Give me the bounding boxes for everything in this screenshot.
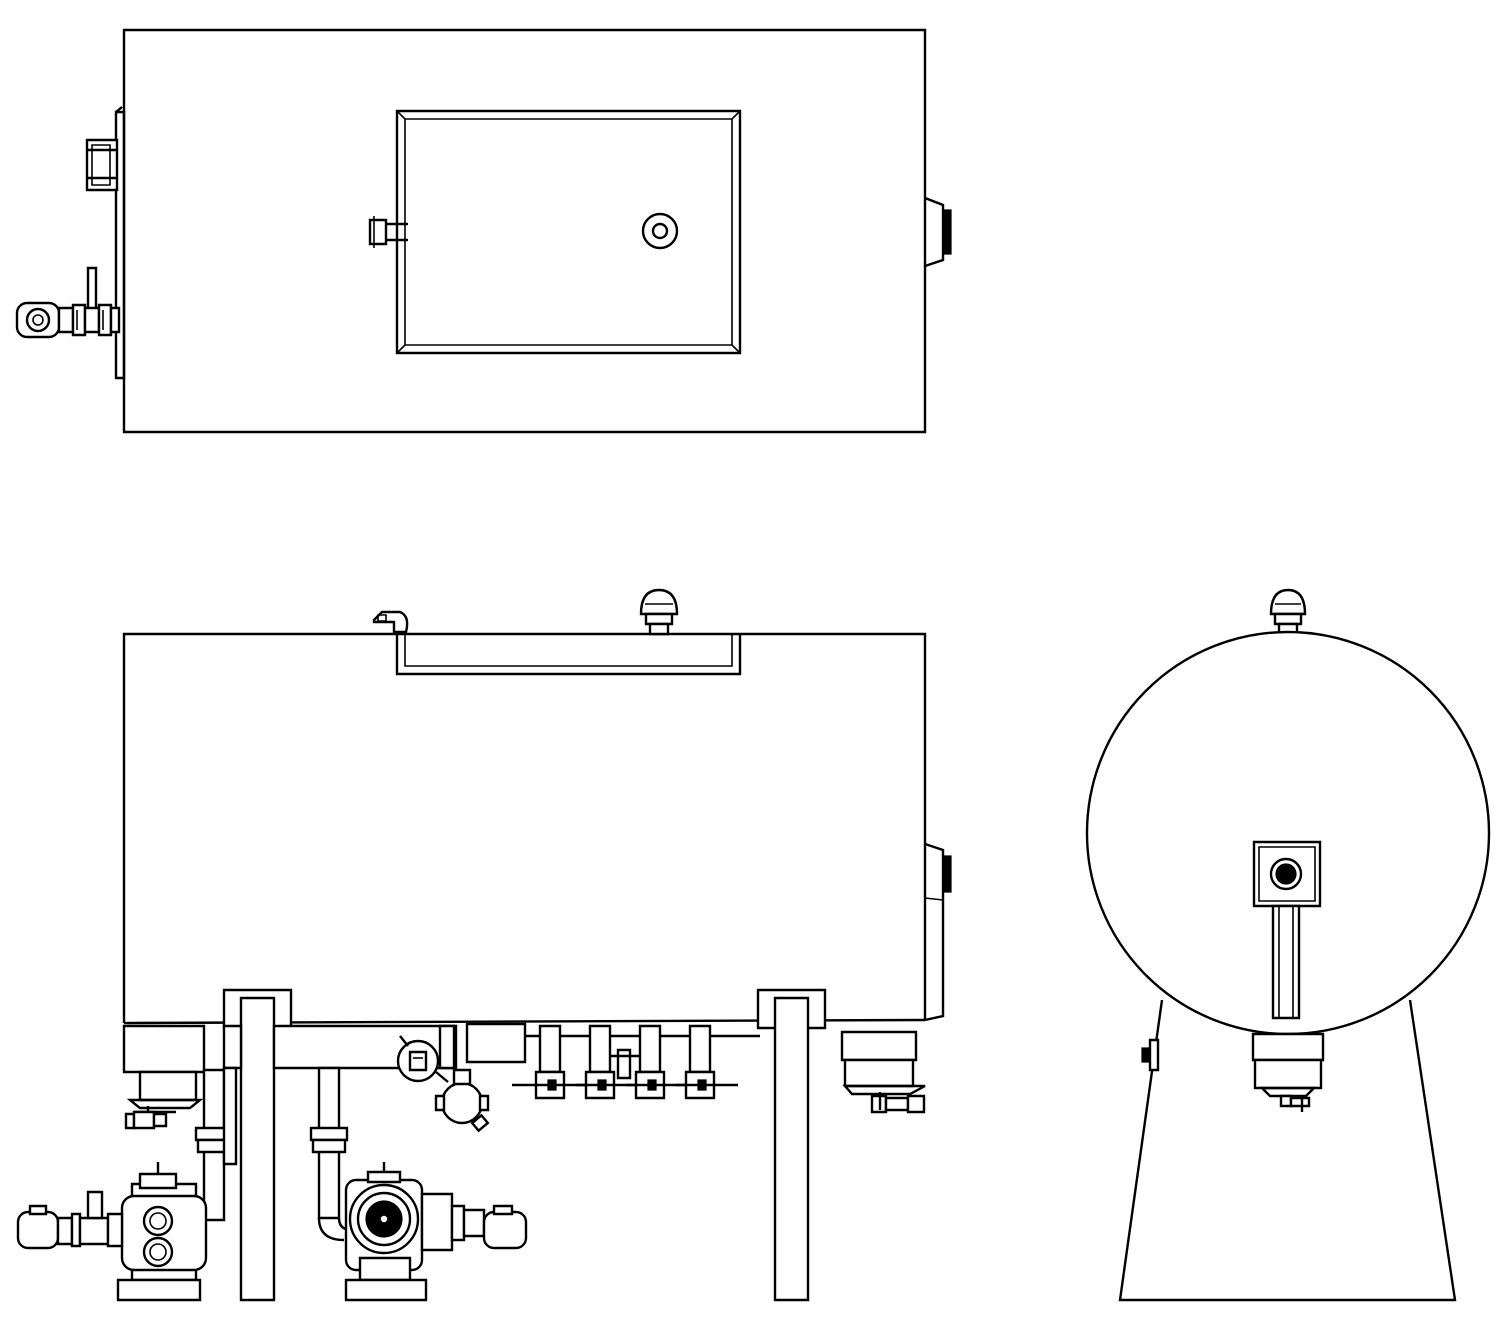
pump-right-drop-pipe xyxy=(311,1068,352,1240)
pump-right xyxy=(346,1162,426,1300)
side-fitting-right-front xyxy=(925,844,951,1020)
end-bottom-outlet xyxy=(1253,1034,1323,1112)
right-outlet-housing xyxy=(842,1032,925,1112)
drain-valve-top xyxy=(17,268,119,337)
tank-outline-front xyxy=(124,634,925,1023)
manway-top xyxy=(397,111,740,353)
sample-valve-2 xyxy=(576,1026,640,1098)
vent-cap-front xyxy=(641,590,677,634)
front-view xyxy=(18,590,951,1300)
end-side-fitting xyxy=(1142,1040,1158,1070)
pump-right-outlet-valve xyxy=(422,1194,526,1250)
vent-port-top xyxy=(643,214,677,248)
pump-left-drop-pipe xyxy=(184,1068,236,1240)
side-fitting-right-top xyxy=(925,198,951,266)
sight-glass-top xyxy=(87,140,117,190)
end-stand xyxy=(1120,1000,1455,1300)
end-outlet-box xyxy=(1254,842,1320,1018)
end-vent-cap xyxy=(1271,590,1305,636)
sample-valve-3 xyxy=(626,1026,688,1098)
pump-left xyxy=(118,1162,206,1300)
sample-valve-1 xyxy=(512,1026,586,1098)
handle-top xyxy=(370,216,408,248)
top-view xyxy=(17,30,951,432)
sample-valve-4 xyxy=(676,1026,738,1098)
leg-left xyxy=(224,990,291,1300)
left-outlet-housing xyxy=(124,1026,204,1128)
lid-hinge-front xyxy=(374,612,407,632)
pump-left-inlet-valve xyxy=(18,1192,122,1248)
manway-front xyxy=(397,634,740,674)
left-end-plate-top xyxy=(116,107,124,378)
leg-right xyxy=(758,990,825,1300)
flow-indicator xyxy=(398,1026,454,1082)
tee-valve xyxy=(436,1070,488,1131)
tank-outline-top xyxy=(124,30,925,432)
manifold-pipe xyxy=(224,1024,760,1068)
end-view xyxy=(1087,590,1489,1300)
